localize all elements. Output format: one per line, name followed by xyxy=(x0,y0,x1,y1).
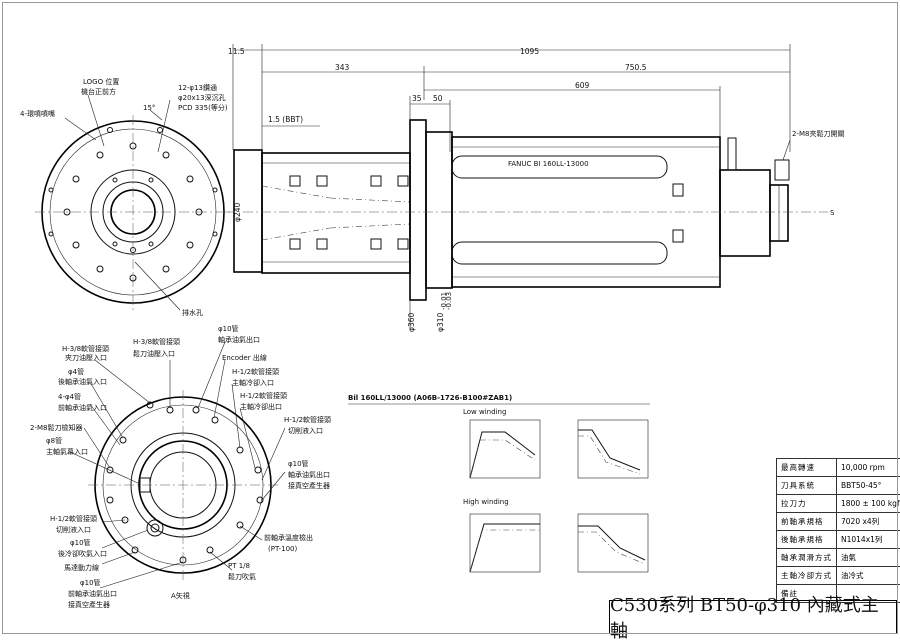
temp-sensor-label-2: (PT-100) xyxy=(268,545,297,553)
holes-label-2: φ20x13深沉孔 xyxy=(178,93,226,102)
cut-in-label-2: 切削液入口 xyxy=(288,426,323,435)
cool-in-label-2: 主軸冷卻入口 xyxy=(232,378,274,387)
phi10-rear-label: φ10管 xyxy=(70,538,91,547)
machine-front-label: 機台正前方 xyxy=(81,87,116,96)
phi10-right-label-3: 接真空產生器 xyxy=(288,481,330,490)
dim-1095: 1095 xyxy=(520,47,539,56)
drawing-title: C530系列 BT50-φ310 內藏式主軸 xyxy=(609,600,897,634)
cool-in-label: H-1/2軟管接頭 xyxy=(232,367,279,376)
dim-750-5: 750.5 xyxy=(625,63,647,72)
chart-low-power xyxy=(470,420,540,478)
h38-clamp-label-2: 夾刀油壓入口 xyxy=(65,353,107,362)
dim-phi310-tol-dn: -0.03 xyxy=(445,292,453,310)
high-winding-label: High winding xyxy=(463,498,509,506)
spec-value: 7020 x4列 xyxy=(837,513,900,531)
m8-sensor-label: 2-M8鬆刀檢知器 xyxy=(30,423,82,432)
pt18-label-2: 鬆刀吹氣 xyxy=(228,572,256,581)
spec-key: 主軸冷卻方式 xyxy=(777,567,837,585)
spec-key: 軸承潤滑方式 xyxy=(777,549,837,567)
temp-sensor-label: 前軸承溫度檢出 xyxy=(264,533,313,542)
cut-in-left-label-2: 切削液入口 xyxy=(56,525,91,534)
front-flange-view: LOGO 位置 機台正前方 12-φ13鑽通 φ20x13深沉孔 PCD 335… xyxy=(20,77,232,317)
cut-in-left-label: H-1/2軟管接頭 xyxy=(50,514,97,523)
phi4-rear-label: φ4管 xyxy=(68,367,84,376)
h38-clamp-label: H-3/8軟管接頭 xyxy=(62,344,109,353)
pt18-label: PT 1/8 xyxy=(228,562,250,570)
spec-row: 軸承潤滑方式油氣 xyxy=(777,549,900,567)
chart-header: Bil 160LL/13000 (A06B-1726-B100#ZAB1) xyxy=(348,394,512,402)
cut-in-label: H-1/2軟管接頭 xyxy=(284,415,331,424)
cool-out-label: H-1/2軟管接頭 xyxy=(240,391,287,400)
chart-low-torque xyxy=(578,420,648,478)
phi10-rear-label-2: 後冷卻吹氣入口 xyxy=(58,549,107,558)
h38-release-label: H-3/8軟管接頭 xyxy=(133,337,180,346)
logo-position-label: LOGO 位置 xyxy=(83,77,119,86)
cool-out-label-2: 主軸冷卻出口 xyxy=(240,402,282,411)
phi10-top-label-2: 軸承油氣出口 xyxy=(218,335,260,344)
spec-key: 最高轉速 xyxy=(777,459,837,477)
low-winding-label: Low winding xyxy=(463,408,506,416)
phi4-rear-label-2: 後軸承油氣入口 xyxy=(58,377,107,386)
holes-label-3: PCD 335(等分) xyxy=(178,103,228,112)
chart-high-torque xyxy=(578,514,648,572)
phi10-right-label: φ10管 xyxy=(288,459,309,468)
dim-11-5: 11.5 xyxy=(228,47,245,56)
spec-key: 後軸承規格 xyxy=(777,531,837,549)
m8-switch-note: 2-M8夾鬆刀開關 xyxy=(792,129,844,138)
dim-50: 50 xyxy=(433,94,443,103)
phi10-bot-label-2: 前軸承油氣出口 xyxy=(68,589,117,598)
holes-label: 12-φ13鑽通 xyxy=(178,83,217,92)
dim-1-5-bbt: 1.5 (BBT) xyxy=(268,115,303,124)
spec-value: 1800 ± 100 kgf xyxy=(837,495,900,513)
spec-value: BBT50-45° xyxy=(837,477,900,495)
phi10-right-label-2: 軸承油氣出口 xyxy=(288,470,330,479)
dim-phi310: φ310 xyxy=(436,313,445,332)
phi8-label-2: 主軸氣幕入口 xyxy=(46,447,88,456)
angle-label: 15° xyxy=(143,104,155,112)
dim-35: 35 xyxy=(412,94,422,103)
dim-phi360: φ360 xyxy=(407,313,416,332)
spec-key: 刀具系統 xyxy=(777,477,837,495)
phi8-label: φ8管 xyxy=(46,436,62,445)
spec-key: 拉刀力 xyxy=(777,495,837,513)
rear-a-view: H-3/8軟管接頭 夾刀油壓入口 H-3/8軟管接頭 鬆刀油壓入口 φ10管 軸… xyxy=(30,324,331,609)
phi10-bot-label: φ10管 xyxy=(80,578,101,587)
dim-343: 343 xyxy=(335,63,350,72)
spec-key: 前軸承規格 xyxy=(777,513,837,531)
dim-609: 609 xyxy=(575,81,590,90)
encoder-label: Encoder 出線 xyxy=(222,353,267,362)
a-view-label: A矢視 xyxy=(171,591,190,600)
phi10-top-label: φ10管 xyxy=(218,324,239,333)
spec-value: N1014x1列 xyxy=(837,531,900,549)
axis-s-label: S xyxy=(830,209,835,217)
drain-label: 排水孔 xyxy=(182,308,203,317)
h38-release-label-2: 鬆刀油壓入口 xyxy=(133,349,175,358)
phi10-bot-label-3: 接真空產生器 xyxy=(68,600,110,609)
nozzle-label: 4-環噴噴嘴 xyxy=(20,109,55,118)
nameplate-text: FANUC BI 160LL-13000 xyxy=(508,160,589,168)
motor-power-label: 馬達動力線 xyxy=(64,563,99,572)
chart-high-power xyxy=(470,514,540,572)
dim-phi240: φ240 xyxy=(233,203,242,222)
side-view: 11.5 1095 343 750.5 609 35 50 1.5 (BBT) xyxy=(225,44,844,332)
spec-value: 油冷式 xyxy=(837,567,900,585)
phi4-front-label: 4-φ4管 xyxy=(58,392,81,401)
phi4-front-label-2: 前軸承油氣入口 xyxy=(58,403,107,412)
motor-charts: Bil 160LL/13000 (A06B-1726-B100#ZAB1) Lo… xyxy=(348,394,650,572)
spec-row: 主軸冷卻方式油冷式 xyxy=(777,567,900,585)
spec-value: 油氣 xyxy=(837,549,900,567)
spec-value: 10,000 rpm xyxy=(837,459,900,477)
